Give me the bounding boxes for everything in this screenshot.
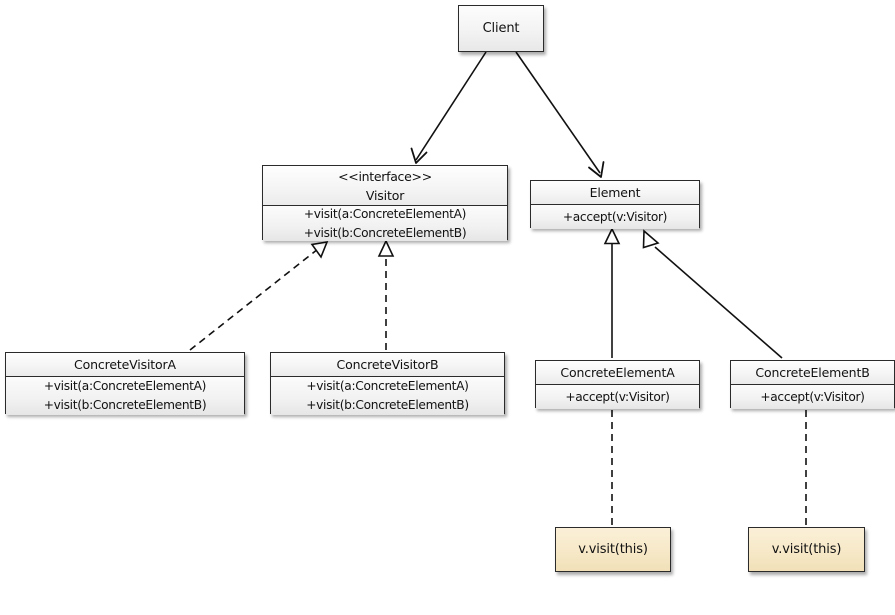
class-box-concrete-element-a[interactable]: ConcreteElementA +accept(v:Visitor) <box>535 360 700 409</box>
method-concrete-element-a-accept: +accept(v:Visitor) <box>565 389 670 404</box>
class-name-visitor: Visitor <box>365 187 405 203</box>
method-concrete-visitor-a-visit-b: +visit(b:ConcreteElementB) <box>43 398 207 412</box>
class-methods-concrete-element-b: +accept(v:Visitor) <box>731 384 894 409</box>
class-box-client[interactable]: Client <box>458 5 544 52</box>
edge-concretevisitora-realizes-visitor <box>189 240 329 351</box>
edge-concreteelementa-extends-element <box>603 227 621 358</box>
method-visitor-visit-a: +visit(a:ConcreteElementA) <box>303 206 467 221</box>
note-text-concrete-element-b: v.visit(this) <box>771 542 842 557</box>
edge-client-to-element <box>515 51 605 178</box>
method-concrete-element-b-accept: +accept(v:Visitor) <box>760 389 865 404</box>
class-header-concrete-element-b: ConcreteElementB <box>731 361 894 384</box>
class-box-element[interactable]: Element +accept(v:Visitor) <box>530 180 700 229</box>
note-box-concrete-element-a[interactable]: v.visit(this) <box>555 527 671 572</box>
class-methods-concrete-visitor-a: +visit(a:ConcreteElementA) +visit(b:Conc… <box>6 376 244 415</box>
class-name-concrete-visitor-b: ConcreteVisitorB <box>336 357 439 372</box>
class-header-visitor: <<interface>> Visitor <box>263 166 507 205</box>
class-methods-visitor: +visit(a:ConcreteElementA) +visit(b:Conc… <box>263 205 507 241</box>
class-box-concrete-visitor-a[interactable]: ConcreteVisitorA +visit(a:ConcreteElemen… <box>5 352 245 415</box>
class-name-element: Element <box>589 185 641 200</box>
class-methods-concrete-element-a: +accept(v:Visitor) <box>536 384 699 409</box>
class-box-visitor[interactable]: <<interface>> Visitor +visit(a:ConcreteE… <box>262 165 508 241</box>
class-name-concrete-visitor-a: ConcreteVisitorA <box>74 357 176 372</box>
class-header-concrete-visitor-a: ConcreteVisitorA <box>6 353 244 376</box>
stereotype-visitor: <<interface>> <box>338 168 432 184</box>
class-name-concrete-element-a: ConcreteElementA <box>560 365 675 380</box>
edge-concreteelementb-extends-element <box>642 229 783 359</box>
note-text-concrete-element-a: v.visit(this) <box>578 542 648 557</box>
class-header-concrete-visitor-b: ConcreteVisitorB <box>271 353 504 376</box>
class-header-element: Element <box>531 181 699 204</box>
class-name-client: Client <box>482 21 520 36</box>
method-concrete-visitor-b-visit-a: +visit(a:ConcreteElementA) <box>306 379 469 393</box>
method-concrete-visitor-b-visit-b: +visit(b:ConcreteElementB) <box>306 398 469 412</box>
method-element-accept: +accept(v:Visitor) <box>562 209 668 224</box>
class-methods-element: +accept(v:Visitor) <box>531 204 699 229</box>
method-visitor-visit-b: +visit(b:ConcreteElementB) <box>303 225 467 240</box>
note-box-concrete-element-b[interactable]: v.visit(this) <box>748 527 865 572</box>
class-methods-concrete-visitor-b: +visit(a:ConcreteElementA) +visit(b:Conc… <box>271 376 504 415</box>
edge-client-to-visitor <box>410 51 487 164</box>
edge-concretevisitorb-realizes-visitor <box>377 239 395 350</box>
method-concrete-visitor-a-visit-a: +visit(a:ConcreteElementA) <box>43 379 207 393</box>
class-box-concrete-visitor-b[interactable]: ConcreteVisitorB +visit(a:ConcreteElemen… <box>270 352 505 415</box>
class-name-concrete-element-b: ConcreteElementB <box>755 365 870 380</box>
class-header-concrete-element-a: ConcreteElementA <box>536 361 699 384</box>
class-box-concrete-element-b[interactable]: ConcreteElementB +accept(v:Visitor) <box>730 360 895 409</box>
